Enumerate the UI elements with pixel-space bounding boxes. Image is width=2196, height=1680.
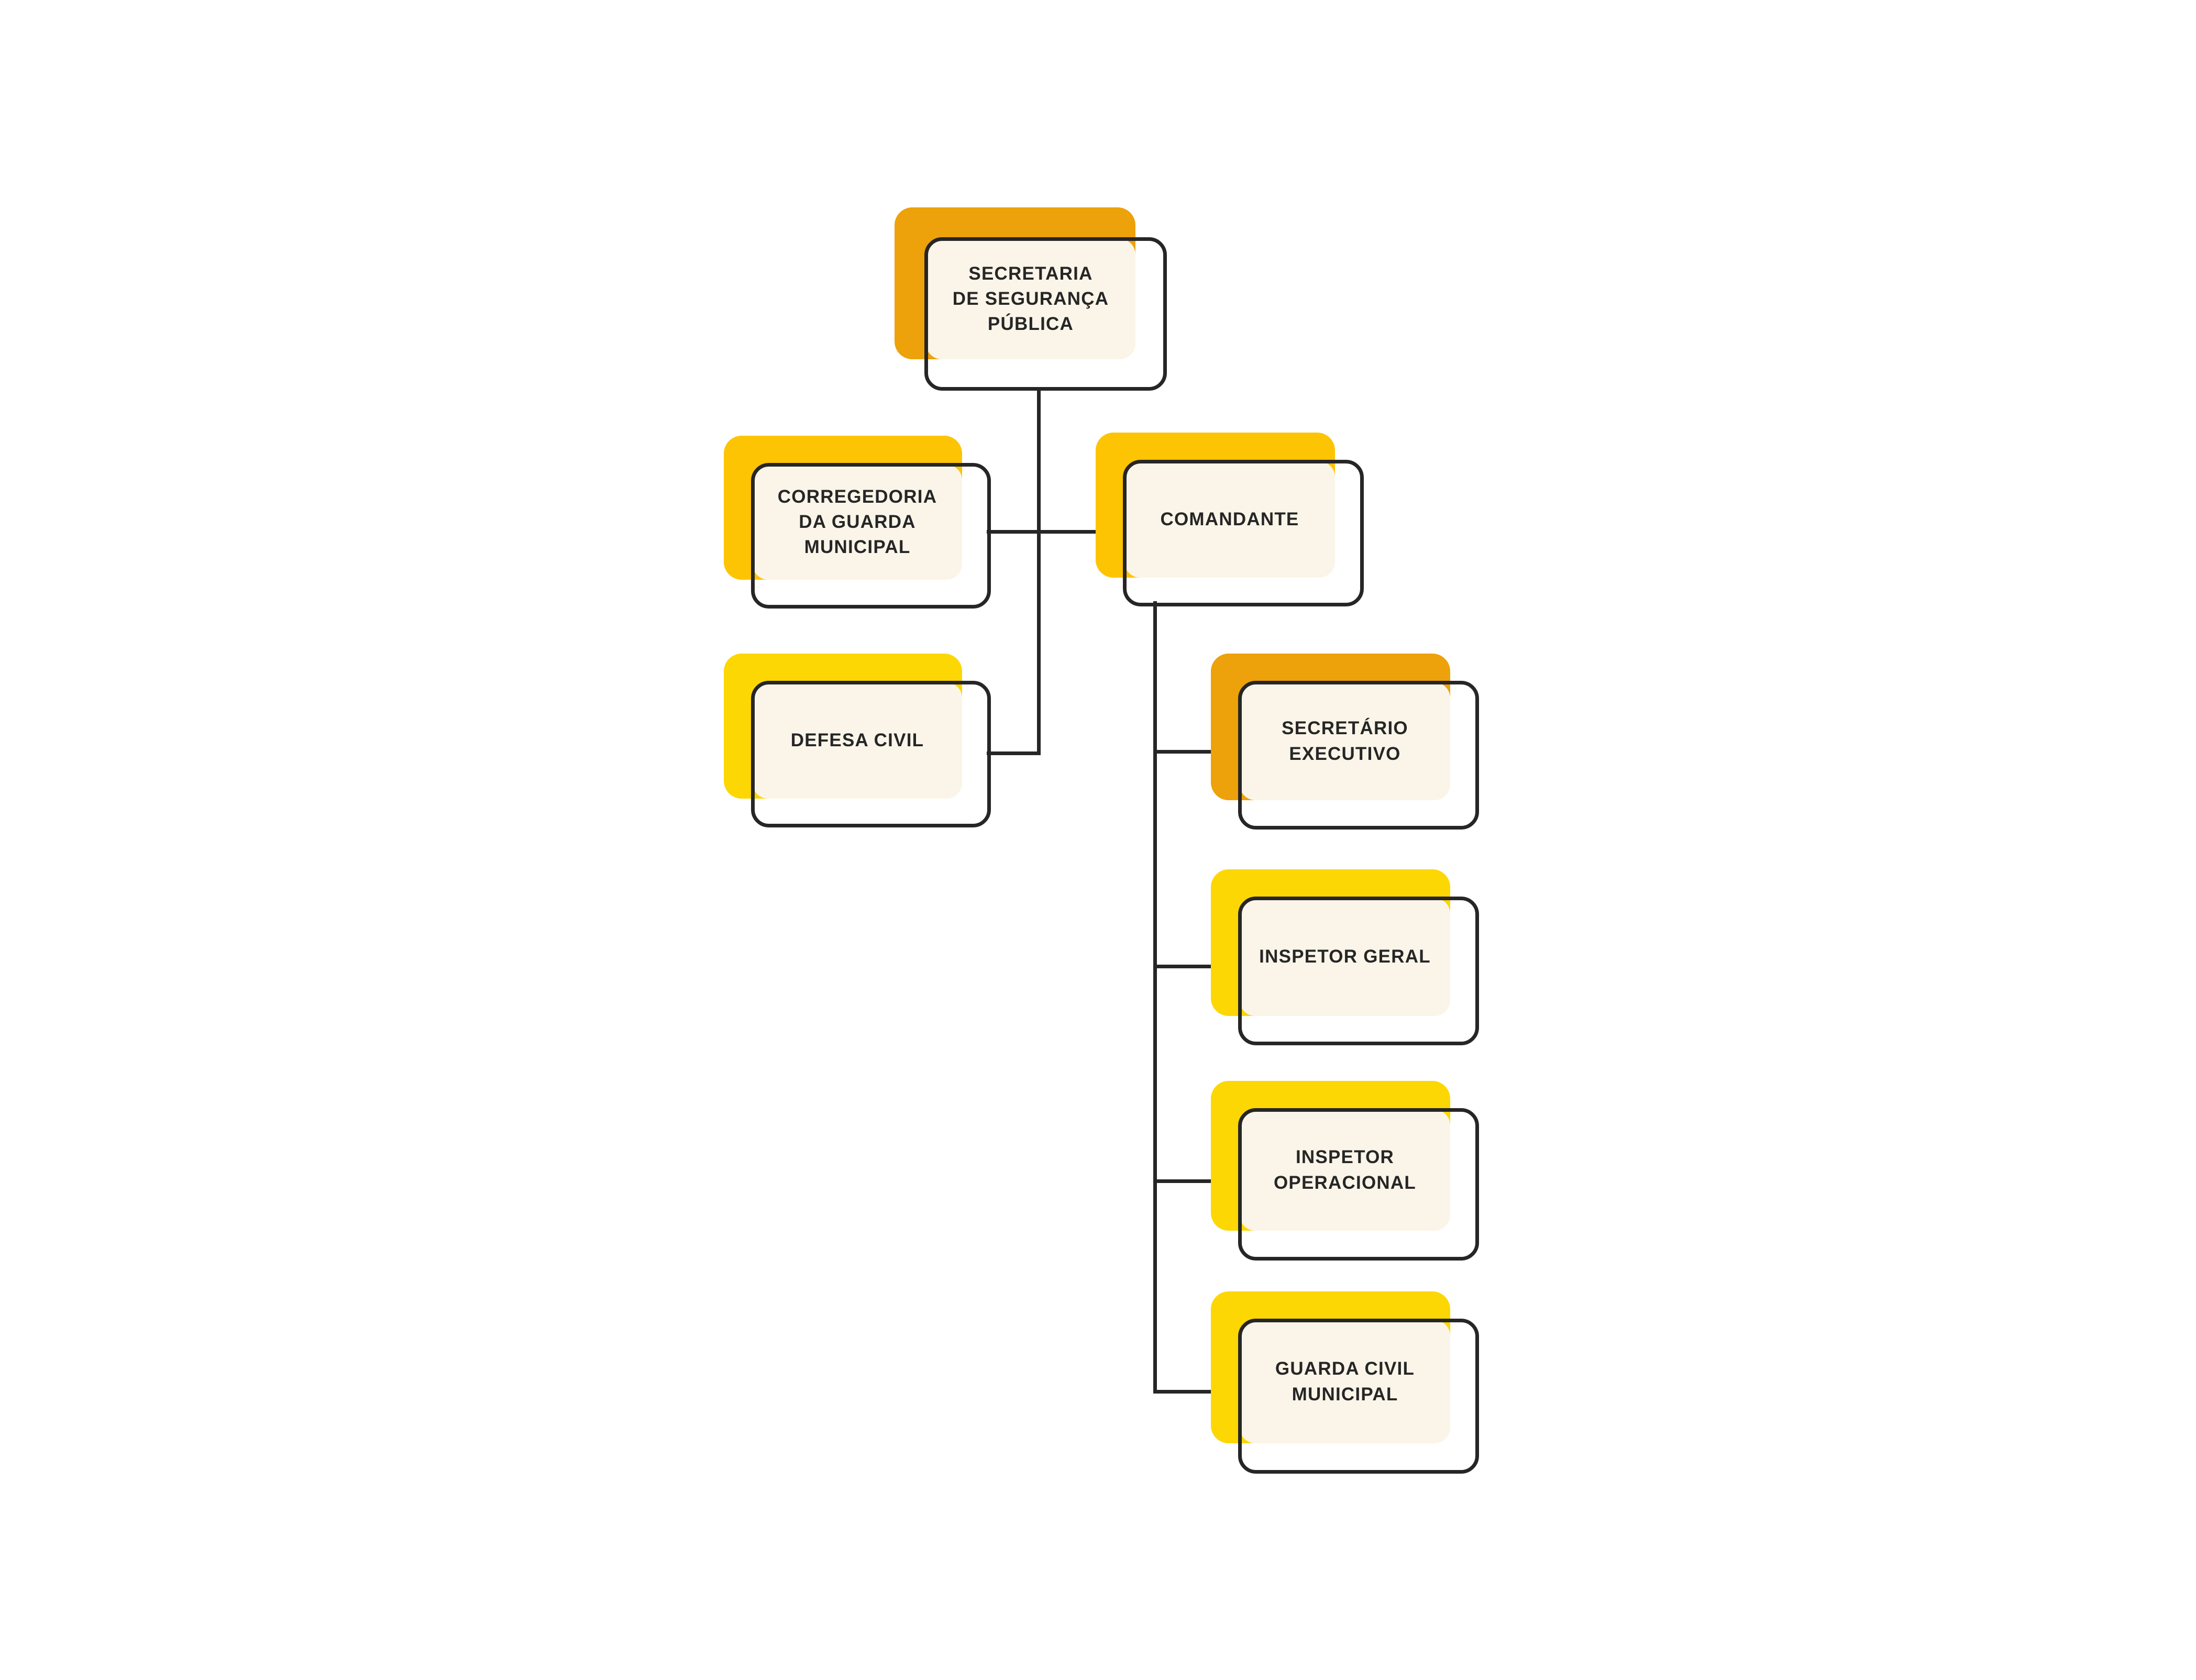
connector-comandante-trunk <box>1153 601 1157 1394</box>
org-node-inspetor-geral-card <box>1238 897 1479 1045</box>
org-node-guarda-civil-municipal-fill <box>1240 1320 1450 1443</box>
org-node-secretaria-fill <box>926 239 1135 359</box>
org-node-secretario-executivo[interactable]: SECRETÁRIO EXECUTIVO <box>1211 654 1479 830</box>
connector-comandante-branch <box>1037 530 1103 534</box>
connector-guarda-civil-municipal-branch <box>1153 1390 1211 1394</box>
org-node-inspetor-operacional[interactable]: INSPETOR OPERACIONAL <box>1211 1081 1479 1261</box>
org-node-secretario-executivo-card <box>1238 681 1479 830</box>
org-node-inspetor-operacional-card <box>1238 1108 1479 1261</box>
org-node-inspetor-geral-fill <box>1240 898 1450 1016</box>
connector-secretario-executivo-branch <box>1153 750 1211 754</box>
org-node-inspetor-geral[interactable]: INSPETOR GERAL <box>1211 869 1479 1045</box>
org-node-secretaria-card <box>924 237 1167 391</box>
org-node-defesa-civil-card <box>751 681 991 827</box>
org-node-guarda-civil-municipal-label: GUARDA CIVIL MUNICIPAL <box>1275 1358 1415 1405</box>
connector-corregedoria-branch <box>987 530 1039 534</box>
org-node-inspetor-operacional-label: INSPETOR OPERACIONAL <box>1273 1147 1417 1193</box>
org-node-secretario-executivo-label: SECRETÁRIO EXECUTIVO <box>1282 718 1408 764</box>
org-node-defesa-civil-fill <box>753 682 962 799</box>
connector-inspetor-operacional-branch <box>1153 1179 1211 1183</box>
org-node-corregedoria-label: CORREGEDORIA DA GUARDA MUNICIPAL <box>777 486 937 558</box>
org-node-corregedoria-fill <box>753 465 962 580</box>
org-node-corregedoria[interactable]: CORREGEDORIA DA GUARDA MUNICIPAL <box>724 436 991 609</box>
org-node-comandante[interactable]: COMANDANTE <box>1096 433 1364 606</box>
connector-defesa-civil-branch <box>987 751 1041 755</box>
org-node-inspetor-operacional-fill <box>1240 1110 1450 1231</box>
org-node-guarda-civil-municipal[interactable]: GUARDA CIVIL MUNICIPAL <box>1211 1291 1479 1475</box>
connector-secretaria-trunk <box>1037 388 1041 755</box>
org-node-defesa-civil-label: DEFESA CIVIL <box>790 730 924 750</box>
org-node-comandante-fill <box>1124 461 1335 578</box>
org-node-secretaria-label: SECRETARIA DE SEGURANÇA PÚBLICA <box>952 263 1109 335</box>
connector-inspetor-geral-branch <box>1153 965 1211 968</box>
org-node-secretario-executivo-fill <box>1240 682 1450 800</box>
org-node-defesa-civil[interactable]: DEFESA CIVIL <box>724 654 991 827</box>
org-node-corregedoria-card <box>751 463 991 609</box>
org-node-inspetor-geral-label: INSPETOR GERAL <box>1259 946 1431 967</box>
org-node-comandante-label: COMANDANTE <box>1160 509 1299 529</box>
org-node-secretaria[interactable]: SECRETARIA DE SEGURANÇA PÚBLICA <box>895 207 1167 391</box>
org-node-guarda-civil-municipal-card <box>1238 1319 1479 1474</box>
org-node-comandante-card <box>1123 460 1364 606</box>
